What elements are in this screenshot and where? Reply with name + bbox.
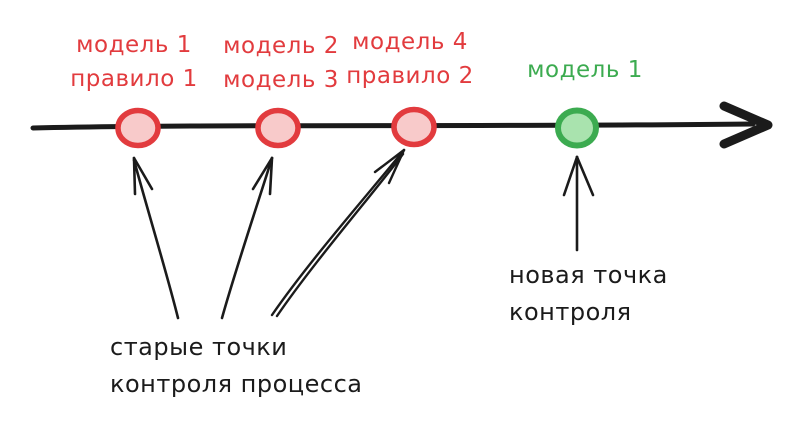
pointer-arrow-old-2-barb-right xyxy=(268,156,274,196)
checkpoint-label-1-line1: модель 1 xyxy=(76,32,192,58)
timeline-line xyxy=(30,121,756,131)
checkpoint-label-3: модель 4 правило 2 xyxy=(346,25,473,93)
checkpoint-dot-old-2 xyxy=(255,107,301,149)
checkpoint-label-2-line2: модель 3 xyxy=(223,67,339,93)
pointer-arrow-old-3-shaft-double xyxy=(275,152,405,318)
pointer-arrow-new-barb-right xyxy=(575,155,595,197)
annotation-old-points-line2: контроля процесса xyxy=(110,370,363,398)
checkpoint-dot-old-1 xyxy=(115,107,161,149)
pointer-arrow-old-1-shaft xyxy=(132,158,180,320)
checkpoint-label-4: модель 1 xyxy=(527,53,643,87)
checkpoint-label-3-line2: правило 2 xyxy=(346,63,474,89)
pointer-arrow-old-1 xyxy=(132,156,180,320)
checkpoint-label-2-line1: модель 2 xyxy=(223,33,339,59)
checkpoint-label-1: модель 1 правило 1 xyxy=(70,28,197,96)
checkpoint-dot-new xyxy=(555,107,599,149)
pointer-arrow-new xyxy=(562,155,595,252)
annotation-new-point: новая точка контроля xyxy=(509,257,668,331)
checkpoint-dot-old-3 xyxy=(391,106,437,148)
pointer-arrow-old-3-shaft xyxy=(270,148,406,317)
annotation-old-points-line1: старые точки xyxy=(110,333,288,361)
pointer-arrow-old-3 xyxy=(270,148,406,318)
pointer-arrow-old-2-barb-left xyxy=(251,156,274,191)
annotation-new-point-line2: контроля xyxy=(509,298,632,326)
timeline-arrowhead-icon xyxy=(719,101,773,149)
pointer-arrow-new-barb-left xyxy=(562,155,579,197)
pointer-arrow-old-2 xyxy=(220,156,274,320)
checkpoint-label-2: модель 2 модель 3 xyxy=(223,29,339,97)
pointer-arrow-old-3-barb-left xyxy=(373,148,406,174)
pointer-arrow-old-2-shaft xyxy=(220,156,274,320)
pointer-arrow-old-1-barb-right xyxy=(132,156,154,191)
pointer-arrow-old-1-barb-left xyxy=(132,156,137,196)
annotation-old-points: старые точки контроля процесса xyxy=(110,329,362,403)
checkpoint-label-1-line2: правило 1 xyxy=(70,66,198,92)
checkpoint-label-4-line1: модель 1 xyxy=(527,57,643,83)
checkpoint-label-3-line1: модель 4 xyxy=(352,29,468,55)
annotation-new-point-line1: новая точка xyxy=(509,261,668,289)
pointer-arrow-old-3-barb-right xyxy=(387,148,406,185)
